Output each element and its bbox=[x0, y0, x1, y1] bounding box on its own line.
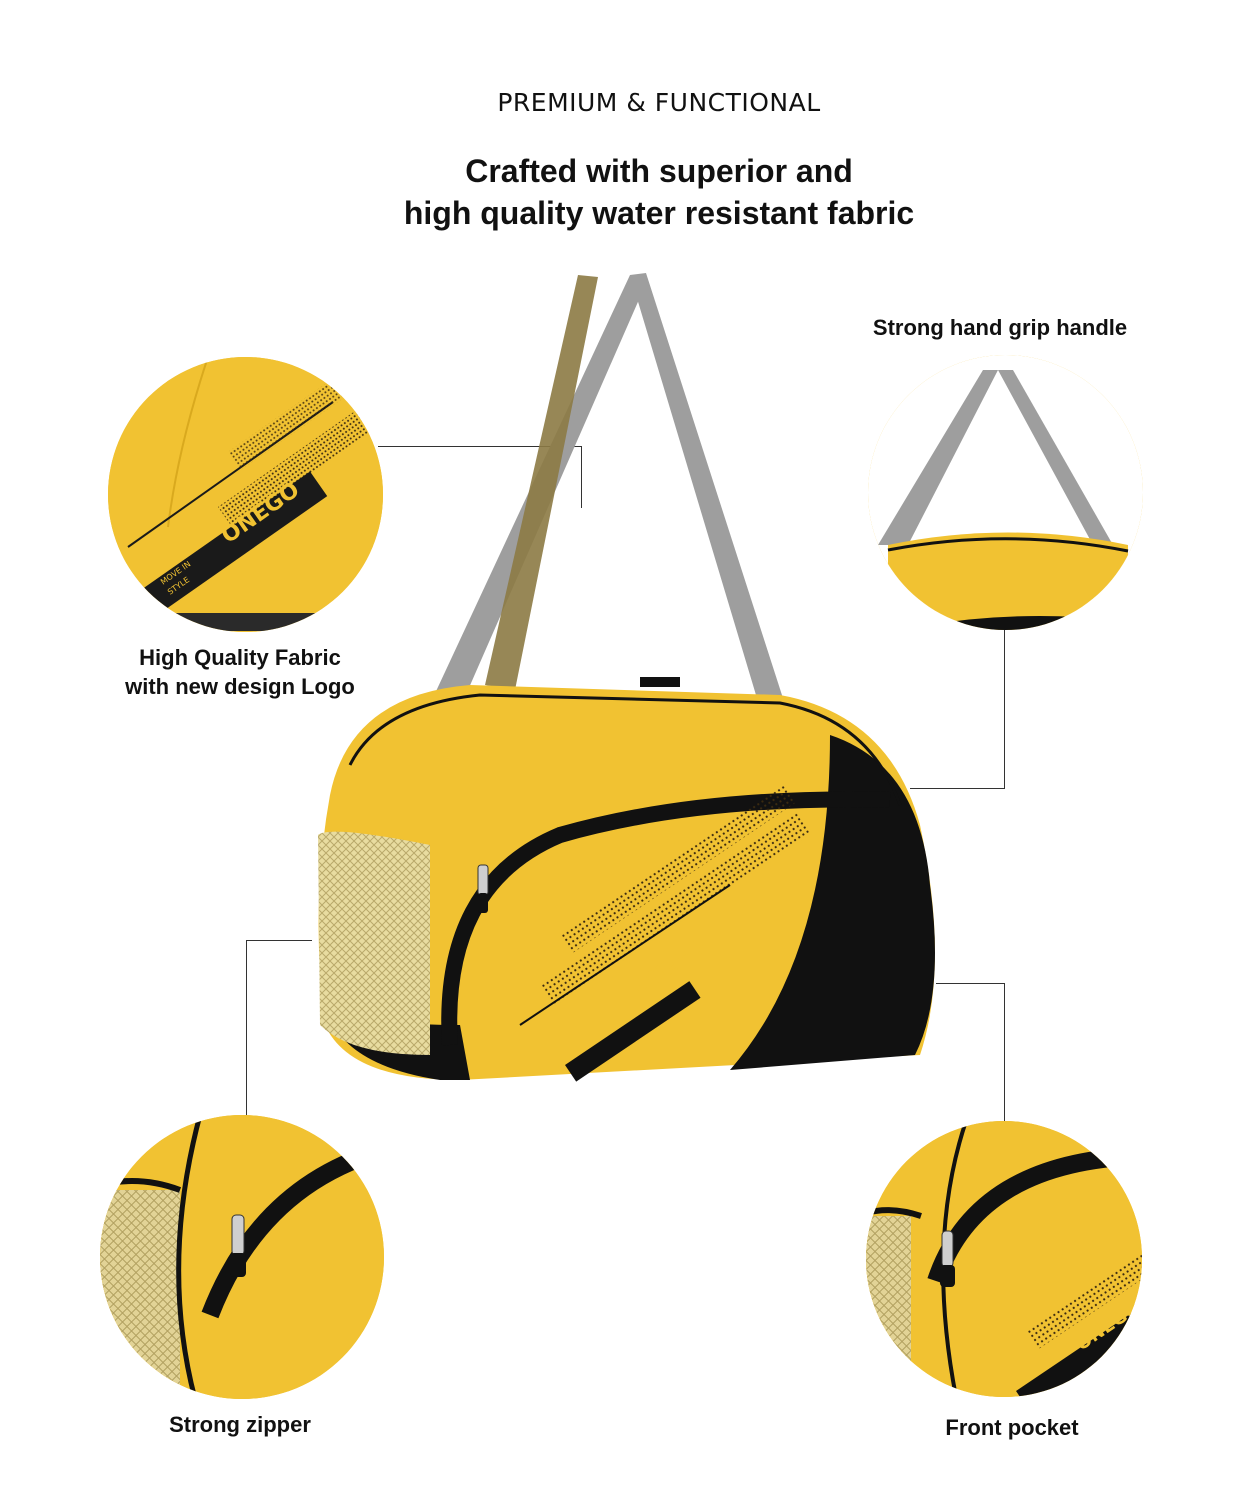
connector-fabric-v bbox=[581, 446, 582, 508]
pocket-detail-image: ONEGO bbox=[866, 1121, 1142, 1397]
zipper-callout: Strong zipper bbox=[169, 1412, 311, 1437]
fabric-closeup: ONEGO MOVE IN STYLE bbox=[108, 357, 383, 632]
handle-detail-image bbox=[868, 355, 1143, 630]
zipper-detail-image bbox=[100, 1115, 384, 1399]
headline-line-1: Crafted with superior and bbox=[465, 153, 853, 189]
connector-fabric-h bbox=[378, 446, 582, 447]
headline-line-2: high quality water resistant fabric bbox=[403, 195, 915, 231]
headline: Crafted with superior and high quality w… bbox=[0, 150, 1250, 234]
connector-handle-h bbox=[910, 788, 1005, 789]
connector-pocket-v bbox=[1004, 983, 1005, 1123]
duffel-bag-image: ONEGO bbox=[310, 265, 950, 1085]
connector-handle-v bbox=[1004, 628, 1005, 788]
fabric-callout-line-1: High Quality Fabric bbox=[139, 645, 341, 670]
connector-zipper-v bbox=[246, 940, 247, 1120]
pocket-closeup: ONEGO bbox=[866, 1121, 1142, 1397]
fabric-detail-image: ONEGO MOVE IN STYLE bbox=[108, 357, 383, 632]
zipper-closeup bbox=[100, 1115, 384, 1399]
handle-closeup bbox=[868, 355, 1143, 630]
connector-zipper-h bbox=[246, 940, 312, 941]
section-eyebrow: PREMIUM & FUNCTIONAL bbox=[497, 88, 821, 117]
duffel-bag: ONEGO bbox=[318, 273, 936, 1082]
handle-callout: Strong hand grip handle bbox=[872, 315, 1128, 340]
pocket-callout: Front pocket bbox=[945, 1415, 1079, 1440]
fabric-callout: High Quality Fabric with new design Logo bbox=[90, 643, 390, 701]
fabric-callout-line-2: with new design Logo bbox=[125, 674, 355, 699]
connector-pocket-h bbox=[936, 983, 1005, 984]
